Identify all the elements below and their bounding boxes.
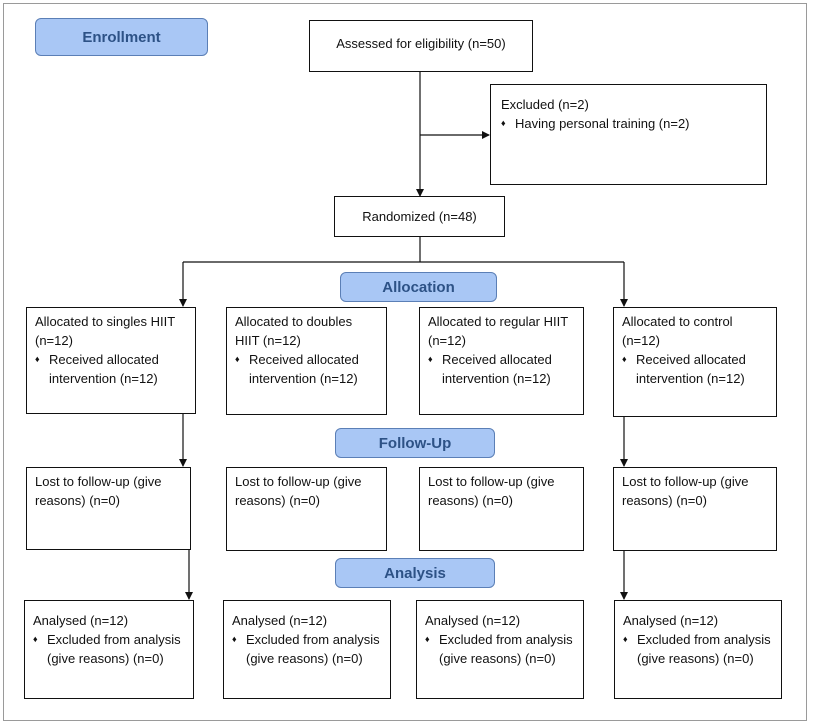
assessed-box: Assessed for eligibility (n=50) [309, 20, 533, 72]
analysis-excluded: ♦ Excluded from analysis (give reasons) … [232, 630, 382, 668]
randomized-box: Randomized (n=48) [334, 196, 505, 237]
bullet-icon: ♦ [235, 354, 240, 364]
analysis-excluded: ♦ Excluded from analysis (give reasons) … [623, 630, 773, 668]
allocation-title: Allocated to doubles HIIT (n=12) [235, 314, 353, 348]
analysis-title: Analysed (n=12) [623, 613, 719, 628]
stage-enrollment: Enrollment [35, 18, 208, 56]
analysis-box-1: Analysed (n=12) ♦ Excluded from analysis… [24, 600, 194, 699]
allocation-title: Allocated to control (n=12) [622, 314, 733, 348]
allocation-received-text: Received allocated intervention (n=12) [636, 352, 746, 386]
allocation-box-doubles: Allocated to doubles HIIT (n=12) ♦ Recei… [226, 307, 387, 415]
allocation-received: ♦ Received allocated intervention (n=12) [35, 350, 187, 388]
analysis-title: Analysed (n=12) [425, 613, 521, 628]
analysis-box-2: Analysed (n=12) ♦ Excluded from analysis… [223, 600, 391, 699]
bullet-icon: ♦ [428, 354, 433, 364]
bullet-icon: ♦ [425, 634, 430, 644]
allocation-box-control: Allocated to control (n=12) ♦ Received a… [613, 307, 777, 417]
allocation-box-singles: Allocated to singles HIIT (n=12) ♦ Recei… [26, 307, 196, 414]
bullet-icon: ♦ [623, 634, 628, 644]
stage-followup: Follow-Up [335, 428, 495, 458]
followup-text: Lost to follow-up (give reasons) (n=0) [428, 474, 555, 508]
stage-allocation: Allocation [340, 272, 497, 302]
excluded-reason-text: Having personal training (n=2) [515, 116, 690, 131]
allocation-received: ♦ Received allocated intervention (n=12) [235, 350, 378, 388]
analysis-excluded: ♦ Excluded from analysis (give reasons) … [425, 630, 575, 668]
allocation-title: Allocated to regular HIIT (n=12) [428, 314, 568, 348]
bullet-icon: ♦ [35, 354, 40, 364]
bullet-icon: ♦ [622, 354, 627, 364]
followup-text: Lost to follow-up (give reasons) (n=0) [35, 474, 162, 508]
followup-box-3: Lost to follow-up (give reasons) (n=0) [419, 467, 584, 551]
allocation-received-text: Received allocated intervention (n=12) [249, 352, 359, 386]
bullet-icon: ♦ [501, 118, 506, 128]
allocation-box-regular: Allocated to regular HIIT (n=12) ♦ Recei… [419, 307, 584, 415]
analysis-box-3: Analysed (n=12) ♦ Excluded from analysis… [416, 600, 584, 699]
allocation-title: Allocated to singles HIIT (n=12) [35, 314, 175, 348]
randomized-text: Randomized (n=48) [362, 209, 477, 224]
allocation-received: ♦ Received allocated intervention (n=12) [428, 350, 575, 388]
analysis-box-4: Analysed (n=12) ♦ Excluded from analysis… [614, 600, 782, 699]
followup-text: Lost to follow-up (give reasons) (n=0) [622, 474, 749, 508]
bullet-icon: ♦ [33, 634, 38, 644]
figure-frame [3, 3, 807, 721]
excluded-title: Excluded (n=2) [501, 97, 589, 112]
analysis-excluded-text: Excluded from analysis (give reasons) (n… [246, 632, 380, 666]
analysis-title: Analysed (n=12) [33, 613, 129, 628]
analysis-title: Analysed (n=12) [232, 613, 328, 628]
assessed-text: Assessed for eligibility (n=50) [336, 36, 506, 51]
allocation-received: ♦ Received allocated intervention (n=12) [622, 350, 768, 388]
followup-box-1: Lost to follow-up (give reasons) (n=0) [26, 467, 191, 550]
excluded-reason: ♦ Having personal training (n=2) [501, 114, 756, 133]
bullet-icon: ♦ [232, 634, 237, 644]
followup-box-4: Lost to follow-up (give reasons) (n=0) [613, 467, 777, 551]
analysis-excluded: ♦ Excluded from analysis (give reasons) … [33, 630, 185, 668]
followup-box-2: Lost to follow-up (give reasons) (n=0) [226, 467, 387, 551]
followup-text: Lost to follow-up (give reasons) (n=0) [235, 474, 362, 508]
stage-analysis: Analysis [335, 558, 495, 588]
excluded-box: Excluded (n=2) ♦ Having personal trainin… [490, 84, 767, 185]
allocation-received-text: Received allocated intervention (n=12) [49, 352, 159, 386]
analysis-excluded-text: Excluded from analysis (give reasons) (n… [47, 632, 181, 666]
allocation-received-text: Received allocated intervention (n=12) [442, 352, 552, 386]
analysis-excluded-text: Excluded from analysis (give reasons) (n… [439, 632, 573, 666]
analysis-excluded-text: Excluded from analysis (give reasons) (n… [637, 632, 771, 666]
